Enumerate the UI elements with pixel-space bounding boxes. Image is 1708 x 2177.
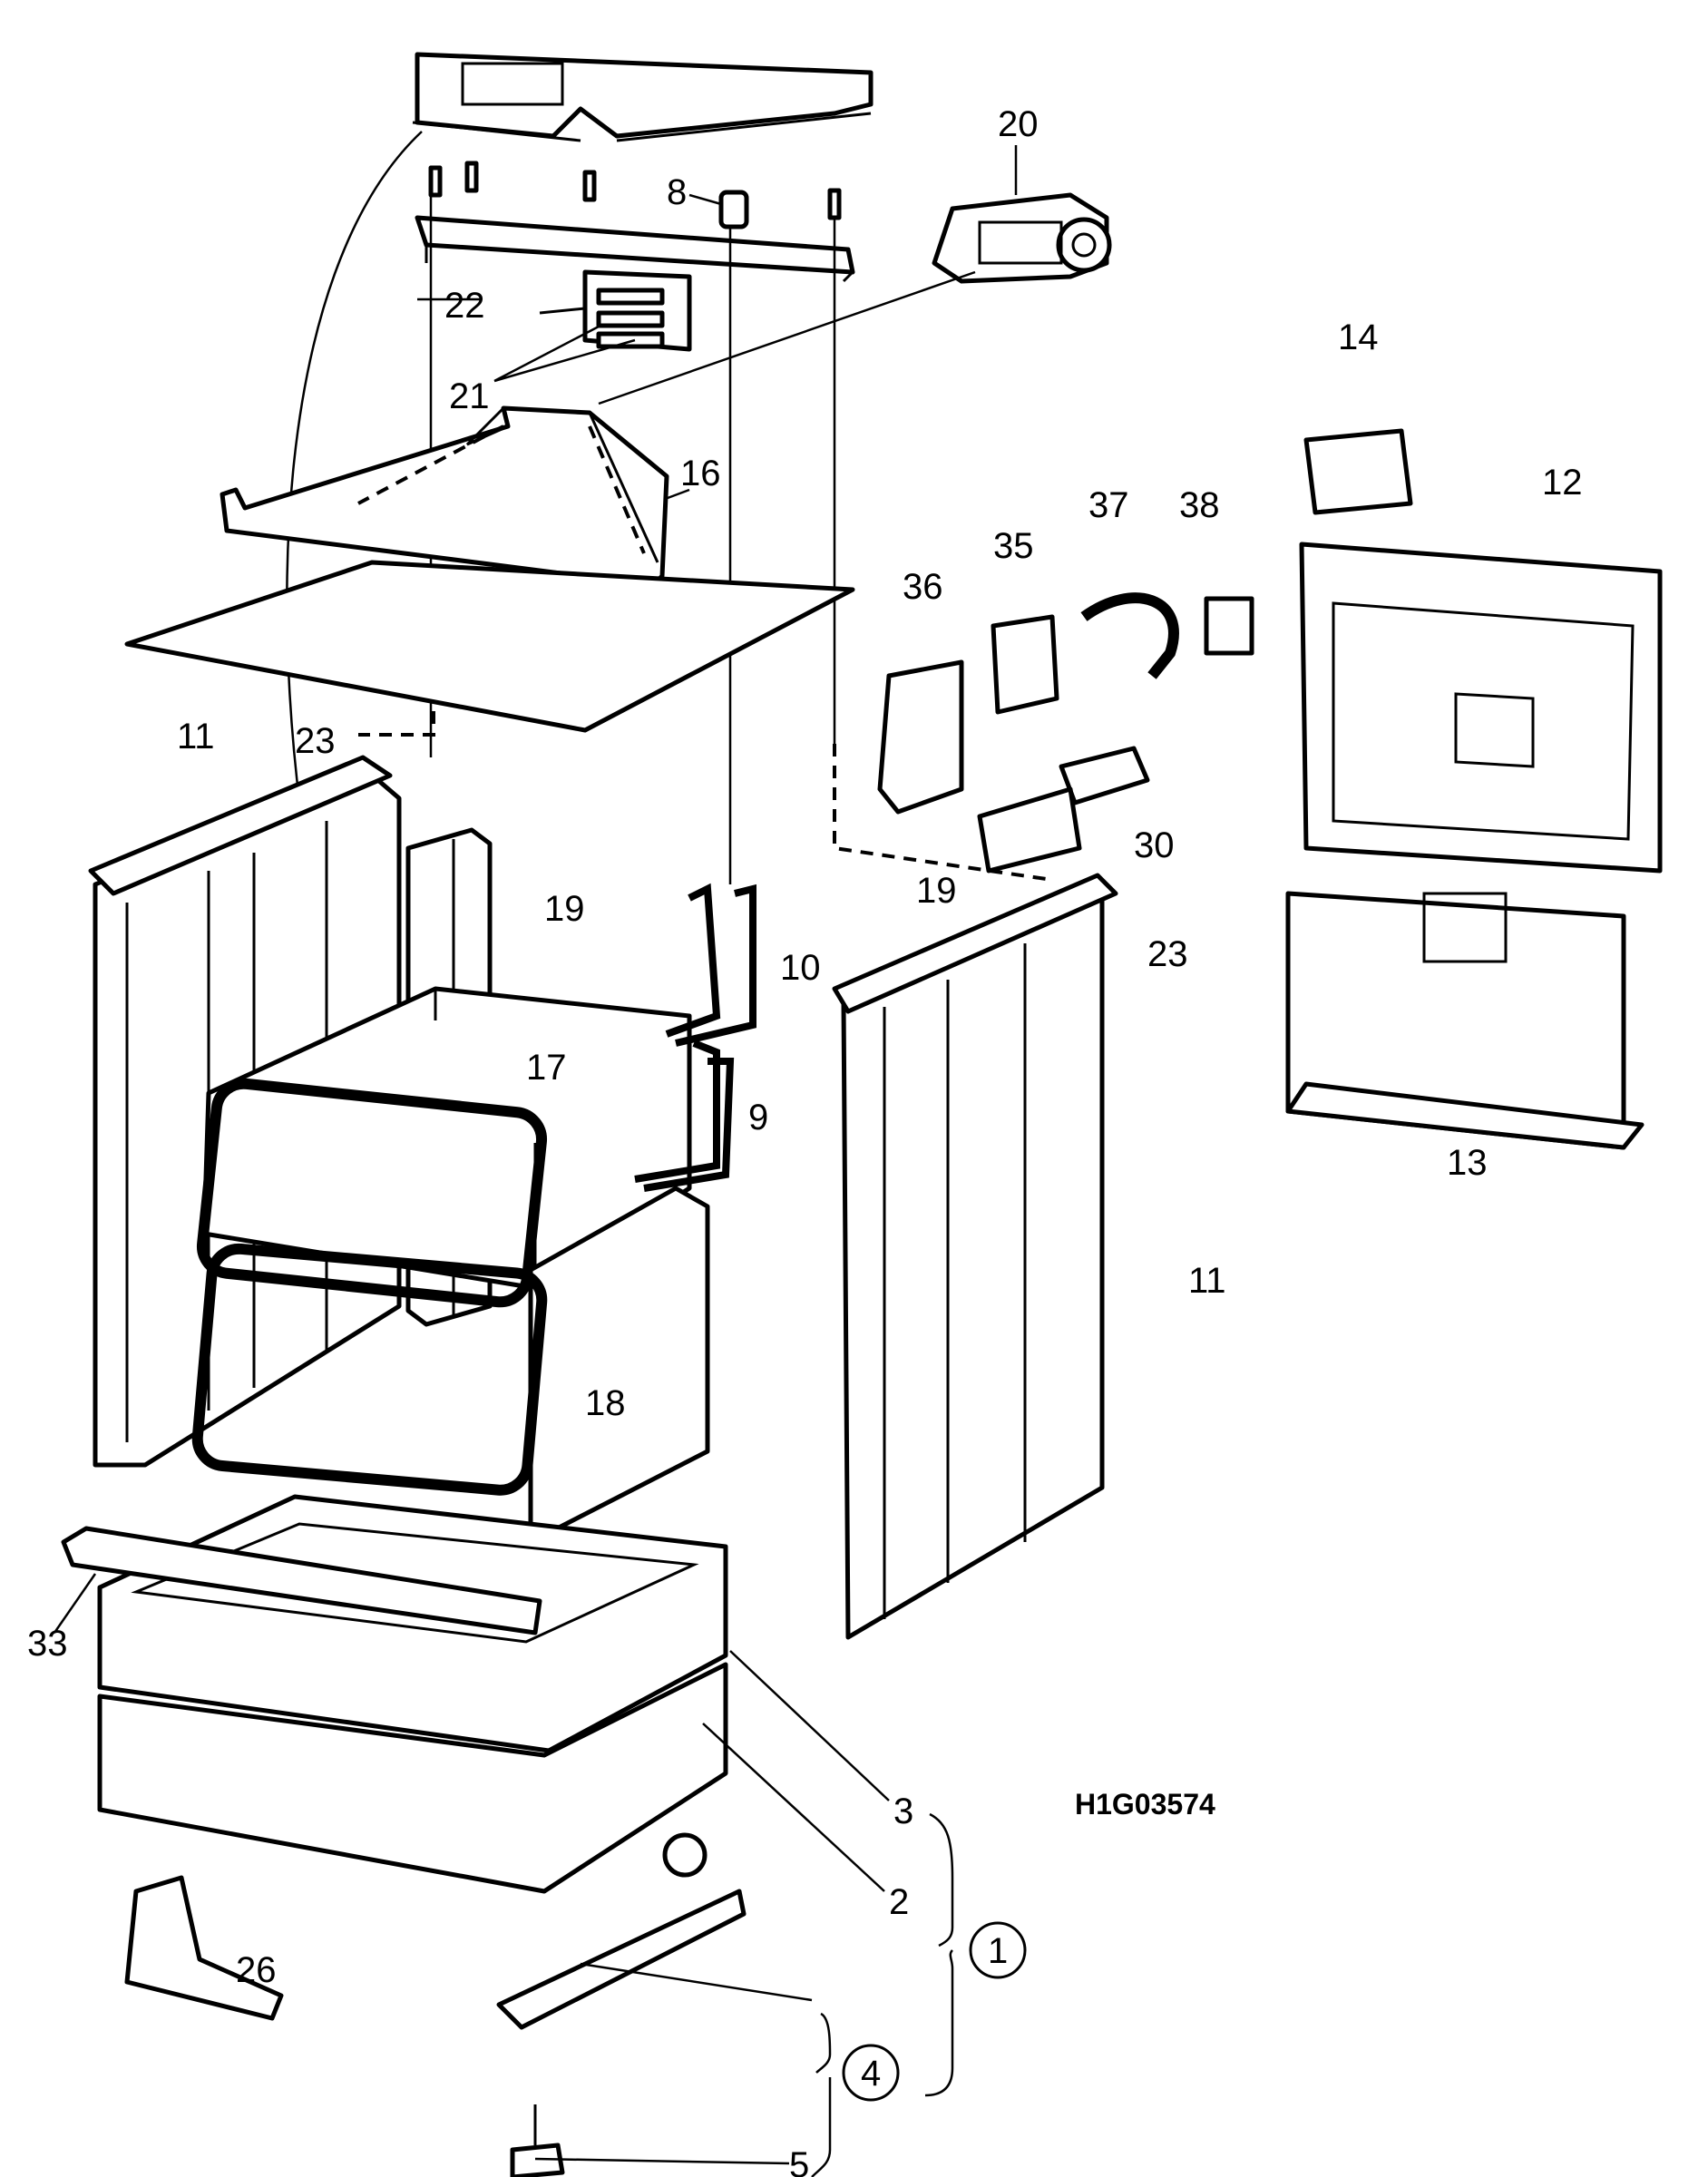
- door-seal-18: [191, 1243, 548, 1496]
- cable-37: [1080, 592, 1179, 679]
- callout-11-left: 11: [177, 717, 215, 757]
- callout-16: 16: [680, 454, 721, 493]
- callout-14: 14: [1338, 317, 1379, 357]
- callout-22: 22: [444, 286, 485, 326]
- callout-3: 3: [893, 1791, 913, 1831]
- screws-top: [428, 161, 842, 220]
- callout-11-right: 11: [1188, 1261, 1226, 1301]
- module-36: [877, 659, 964, 815]
- callout-26: 26: [236, 1950, 277, 1990]
- callout-4: 4: [861, 2054, 881, 2094]
- base-plinth-2: [97, 1662, 728, 1894]
- callout-2: 2: [889, 1882, 909, 1922]
- top-bracket: [412, 52, 874, 142]
- leveling-foot-5: [510, 2104, 565, 2177]
- callout-1: 1: [988, 1931, 1008, 1971]
- callout-30: 30: [1134, 825, 1175, 865]
- vent-cover-14: [1303, 428, 1413, 515]
- callout-38: 38: [1179, 485, 1220, 525]
- element-9-10: [634, 883, 756, 1192]
- relay-38: [1204, 596, 1254, 656]
- callout-17: 17: [526, 1048, 567, 1088]
- callout-5: 5: [789, 2145, 809, 2177]
- callout-37: 37: [1088, 485, 1129, 525]
- roof-plate: [124, 560, 855, 733]
- callout-33: 33: [27, 1624, 68, 1664]
- switch-8: [718, 190, 749, 229]
- bracket-30: [977, 746, 1150, 874]
- leader-lines-base: [53, 1573, 954, 2177]
- callout-20: 20: [998, 104, 1039, 144]
- callout-10: 10: [780, 948, 821, 988]
- door-seal-17: [196, 1078, 548, 1308]
- drawing-id: H1G03574: [1075, 1788, 1215, 1821]
- callout-23-left: 23: [295, 721, 336, 761]
- control-panel-bracket-22: [415, 215, 855, 283]
- rail-33: [61, 1526, 542, 1635]
- callout-9: 9: [748, 1098, 768, 1137]
- callout-21: 21: [449, 376, 490, 416]
- oven-cavity-lower: [528, 1186, 710, 1545]
- module-35: [991, 614, 1059, 715]
- callout-18: 18: [585, 1383, 626, 1423]
- callout-35: 35: [993, 526, 1034, 566]
- roof-frame-16: [220, 405, 669, 588]
- callout-8: 8: [667, 172, 687, 212]
- callout-19-right: 19: [916, 871, 957, 911]
- foot-bracket-26: [124, 1875, 284, 2021]
- leader-lines-top: [417, 145, 1018, 519]
- callout-19-left: 19: [544, 889, 585, 929]
- adjustable-foot-4: [496, 1832, 747, 2030]
- callout-36: 36: [903, 567, 943, 607]
- terminal-block-21: [539, 269, 692, 352]
- back-panel-12: [1299, 542, 1663, 874]
- fan-motor-20: [932, 192, 1112, 284]
- right-side-panel-11: [832, 873, 1118, 1640]
- callout-13: 13: [1447, 1143, 1488, 1183]
- callout-23-right: 23: [1147, 934, 1188, 974]
- callout-12: 12: [1542, 463, 1583, 503]
- rear-bracket-13: [1285, 891, 1645, 1150]
